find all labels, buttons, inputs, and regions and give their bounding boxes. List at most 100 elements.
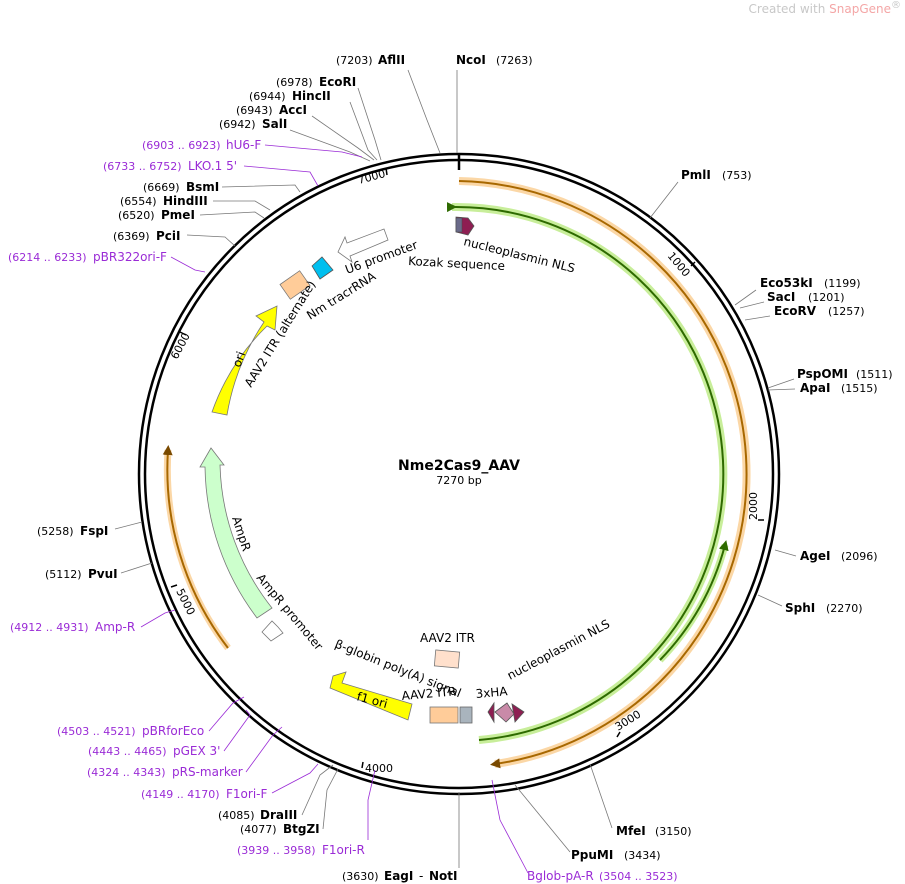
enzyme-pos-ecorv: (1257) — [828, 305, 865, 318]
primer-name-prs-marker[interactable]: pRS-marker — [172, 765, 243, 779]
enzyme-name-apai[interactable]: ApaI — [800, 381, 830, 395]
primer-name-pbrforeco[interactable]: pBRforEco — [142, 724, 204, 738]
enzyme-name-ncoi[interactable]: NcoI — [456, 53, 486, 67]
enzyme-name-bsmi[interactable]: BsmI — [186, 180, 219, 194]
enzyme-name-acci[interactable]: AccI — [279, 103, 307, 117]
primer-name-lko1[interactable]: LKO.1 5' — [188, 159, 237, 173]
enzyme-name-ppumi[interactable]: PpuMI — [571, 848, 613, 862]
cas9-orange-track — [458, 180, 748, 769]
enzyme-name-eco53ki[interactable]: Eco53kI — [760, 276, 813, 290]
f1-ori-feature-arrow — [329, 671, 413, 721]
enzyme-name-hincii[interactable]: HincII — [292, 89, 331, 103]
primer-name-amp-r[interactable]: Amp-R — [95, 620, 135, 634]
tracrrna-feature-arrow — [311, 256, 334, 280]
enzyme-pos-ecori: (6978) — [276, 76, 313, 89]
enzyme-pos-apai: (1515) — [841, 382, 878, 395]
enzyme-pos-bsmi: (6669) — [143, 181, 180, 194]
credit-brand: SnapGene — [829, 2, 891, 16]
enzyme-name-agei[interactable]: AgeI — [800, 549, 830, 563]
enzyme-name-hindiii[interactable]: HindIII — [163, 194, 208, 208]
enzyme-pos-hindiii: (6554) — [120, 195, 157, 208]
enzyme-pos-eagi: (3630) — [342, 870, 379, 883]
feature-label-ori: ori — [230, 350, 248, 369]
credit-text: Created with — [748, 2, 826, 16]
enzyme-name-ecori[interactable]: EcoRI — [319, 75, 356, 89]
enzyme-pos-ncoi: (7263) — [496, 54, 533, 67]
primer-name-pbr322ori-f[interactable]: pBR322ori-F — [93, 250, 167, 264]
enzyme-name-mfei[interactable]: MfeI — [616, 824, 646, 838]
enzyme-name-saci[interactable]: SacI — [767, 290, 795, 304]
primer-range-lko1: (6733 .. 6752) — [103, 160, 182, 173]
enzyme-pos-acci: (6943) — [236, 104, 273, 117]
enzyme-name-noti[interactable]: NotI — [429, 869, 458, 883]
enzyme-pos-hincii: (6944) — [249, 90, 286, 103]
primer-range-prs-marker: (4324 .. 4343) — [87, 766, 166, 779]
enzyme-name-pvui[interactable]: PvuI — [88, 567, 118, 581]
primer-name-pgex3[interactable]: pGEX 3' — [173, 744, 220, 758]
enzyme-name-fspi[interactable]: FspI — [80, 524, 108, 538]
enzyme-name-pcii[interactable]: PciI — [156, 229, 181, 243]
feature-label-3xha: 3xHA — [475, 684, 509, 701]
kozak-box — [455, 217, 463, 233]
enzyme-pos-btgzi: (4077) — [240, 823, 277, 836]
enzyme-name-pmei[interactable]: PmeI — [161, 208, 195, 222]
feature-label-kozak: Kozak sequence — [408, 254, 505, 273]
enzyme-pos-agei: (2096) — [841, 550, 878, 563]
enzyme-pos-pmli: (753) — [722, 169, 752, 182]
tick-4000: 4000 — [365, 762, 393, 775]
feature-label-f1-ori: f1 ori — [355, 689, 389, 711]
plasmid-size: 7270 bp — [436, 474, 481, 487]
primer-range-amp-r: (4912 .. 4931) — [10, 621, 89, 634]
enzyme-name-draiii[interactable]: DraIII — [260, 808, 297, 822]
ori-feature-arrow — [211, 305, 278, 416]
primer-range-pbr322ori-f: (6214 .. 6233) — [8, 251, 87, 264]
nls-small-arrow — [487, 701, 495, 724]
ampr-feature-arrow — [199, 447, 273, 619]
enzyme-pos-draiii: (4085) — [218, 809, 255, 822]
primer-range-pbrforeco: (4503 .. 4521) — [57, 725, 136, 738]
tick-1000-mark — [690, 261, 696, 267]
aav2-itr-bottom-box — [429, 706, 459, 724]
u6-promoter-arrow — [337, 228, 389, 264]
enzyme-pos-mfei: (3150) — [655, 825, 692, 838]
feature-label-aav2-itr-bottom: AAV2 ITR — [401, 684, 457, 703]
feature-label-nls-bottom: nucleoplasmin NLS — [505, 617, 612, 683]
cas9-green-track — [446, 202, 725, 741]
tick-2000: 2000 — [747, 492, 760, 520]
enzyme-name-sali[interactable]: SalI — [262, 117, 287, 131]
enzyme-name-ecorv[interactable]: EcoRV — [774, 304, 817, 318]
enzyme-sep-eagi: - — [419, 869, 423, 883]
enzyme-name-sphi[interactable]: SphI — [785, 601, 815, 615]
itr-alternate-box — [279, 270, 311, 300]
ampr-promoter-arrow — [261, 620, 284, 642]
tick-7000-mark — [385, 167, 388, 176]
primer-name-bglob-pa-r[interactable]: Bglob-pA-R — [527, 869, 594, 883]
enzyme-pos-sali: (6942) — [219, 118, 256, 131]
primer-name-f1ori-r[interactable]: F1ori-R — [322, 843, 365, 857]
enzyme-pos-pvui: (5112) — [45, 568, 82, 581]
tick-4000-mark — [361, 761, 364, 769]
enzyme-pos-pspomi: (1511) — [856, 368, 893, 381]
enzyme-leaders — [114, 69, 797, 868]
aav2-itr-top-box — [433, 649, 461, 669]
primer-range-pgex3: (4443 .. 4465) — [88, 745, 167, 758]
snapgene-credit: Created with SnapGene® — [749, 0, 901, 16]
enzyme-pos-saci: (1201) — [808, 291, 845, 304]
enzyme-name-aflii[interactable]: AflII — [378, 53, 405, 67]
enzyme-name-pspomi[interactable]: PspOMI — [797, 367, 848, 381]
3xha-arrow — [494, 702, 515, 723]
plasmid-name: Nme2Cas9_AAV — [398, 458, 520, 474]
primer-leaders — [140, 144, 529, 874]
enzyme-pos-pcii: (6369) — [113, 230, 150, 243]
enzyme-name-btgzi[interactable]: BtgZI — [283, 822, 320, 836]
primer-range-hu6-f: (6903 .. 6923) — [142, 139, 221, 152]
primer-name-hu6-f[interactable]: hU6-F — [226, 138, 261, 152]
feature-label-aav2-itr-top: AAV2 ITR — [420, 631, 475, 645]
primer-name-f1ori-f[interactable]: F1ori-F — [226, 787, 267, 801]
enzyme-name-eagi[interactable]: EagI — [384, 869, 413, 883]
enzyme-pos-aflii: (7203) — [336, 54, 373, 67]
inner-green-track — [659, 540, 729, 661]
enzyme-pos-ppumi: (3434) — [624, 849, 661, 862]
enzyme-name-pmli[interactable]: PmlI — [681, 168, 711, 182]
